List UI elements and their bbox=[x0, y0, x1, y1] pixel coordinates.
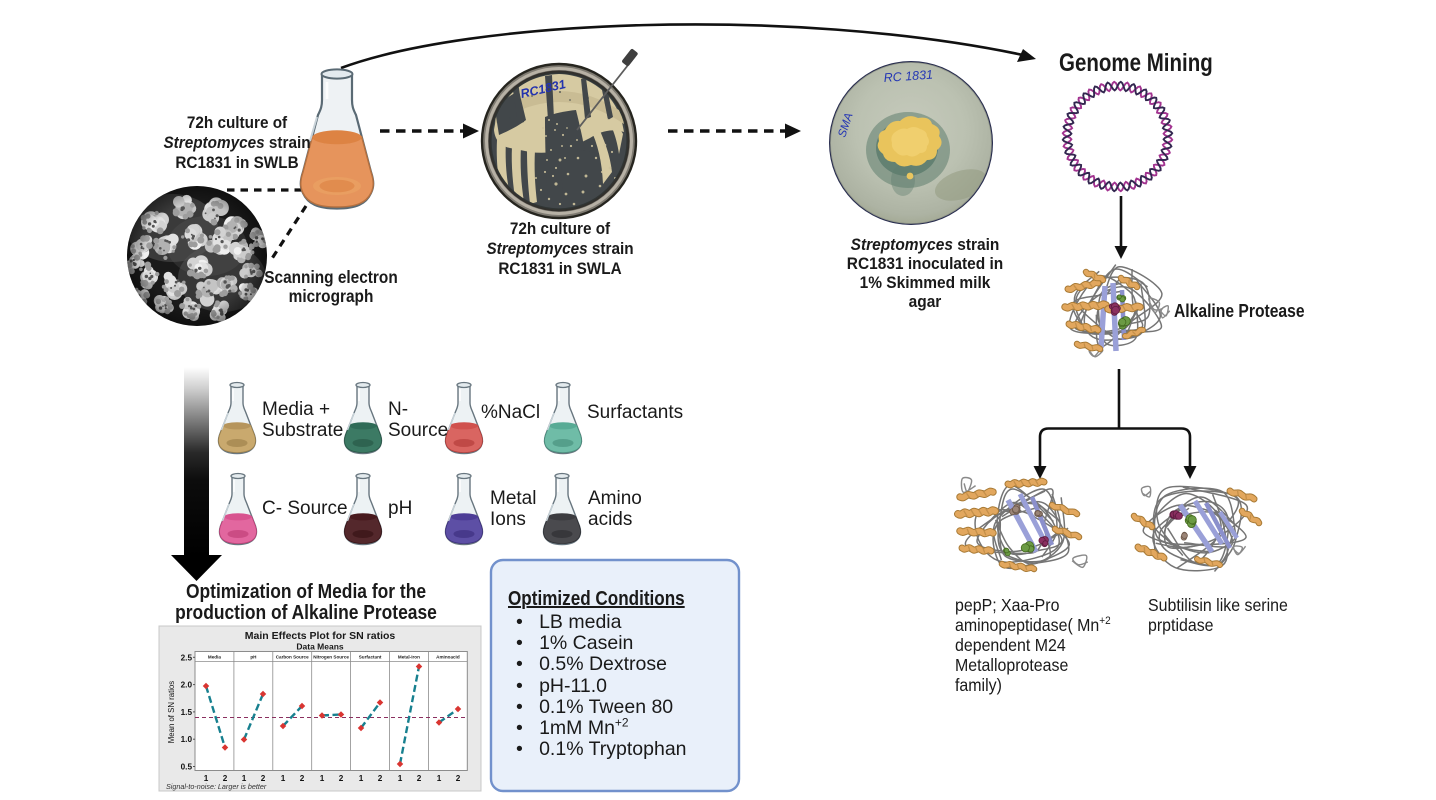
svg-text:Nitrogen Source: Nitrogen Source bbox=[313, 655, 349, 660]
svg-text:Mean of SN ratios: Mean of SN ratios bbox=[167, 681, 176, 744]
svg-text:1: 1 bbox=[359, 774, 364, 783]
svg-text:Surfactant: Surfactant bbox=[359, 655, 382, 660]
svg-text:2.0: 2.0 bbox=[181, 681, 193, 690]
svg-text:2.5: 2.5 bbox=[181, 653, 193, 662]
svg-text:2: 2 bbox=[261, 774, 266, 783]
svg-text:1: 1 bbox=[320, 774, 325, 783]
svg-text:1.5: 1.5 bbox=[181, 708, 193, 717]
svg-text:1: 1 bbox=[204, 774, 209, 783]
svg-text:Media: Media bbox=[208, 655, 221, 660]
svg-text:RC 1831: RC 1831 bbox=[883, 68, 933, 85]
svg-text:Metal-iron: Metal-iron bbox=[398, 655, 420, 660]
svg-text:1: 1 bbox=[398, 774, 403, 783]
svg-text:1.0: 1.0 bbox=[181, 735, 193, 744]
svg-text:Carbon Source: Carbon Source bbox=[276, 655, 309, 660]
svg-text:2: 2 bbox=[300, 774, 305, 783]
svg-text:Data Means: Data Means bbox=[296, 642, 344, 652]
svg-text:1: 1 bbox=[281, 774, 286, 783]
svg-text:2: 2 bbox=[339, 774, 344, 783]
svg-text:Aminoacid: Aminoacid bbox=[436, 655, 460, 660]
svg-text:Main Effects Plot for SN ratio: Main Effects Plot for SN ratios bbox=[245, 630, 396, 642]
svg-text:2: 2 bbox=[223, 774, 228, 783]
svg-text:2: 2 bbox=[378, 774, 383, 783]
svg-text:1: 1 bbox=[242, 774, 247, 783]
svg-text:2: 2 bbox=[417, 774, 422, 783]
svg-text:2: 2 bbox=[456, 774, 461, 783]
svg-text:0.5: 0.5 bbox=[181, 763, 193, 772]
svg-text:Signal-to-noise: Larger is bet: Signal-to-noise: Larger is better bbox=[166, 782, 267, 791]
svg-text:1: 1 bbox=[437, 774, 442, 783]
svg-text:pH: pH bbox=[250, 655, 257, 660]
